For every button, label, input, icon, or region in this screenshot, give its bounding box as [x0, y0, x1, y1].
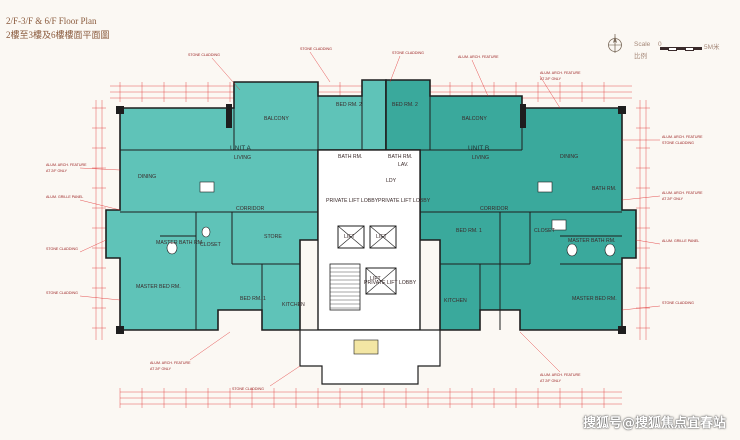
callout-at-floor: AT 2/F ONLY — [662, 197, 684, 201]
bath-rm-b-label: BATH RM. — [592, 186, 616, 192]
private-lift-lobby-c-label: PRIVATE LIFT LOBBY — [364, 280, 417, 286]
callout-alum-arch: ALUM. ARCH. FEATURE — [150, 361, 191, 365]
dining-b-label: DINING — [560, 154, 578, 160]
sanitary-fixtures — [166, 181, 616, 257]
callout-alum-arch: ALUM. ARCH. FEATURE — [662, 135, 703, 139]
closet-b-label: CLOSET — [534, 228, 556, 234]
callout-stone-cladding: STONE CLADDING — [392, 51, 424, 55]
master-bed-a-label: MASTER BED RM. — [136, 284, 181, 290]
callout-at-floor: AT 2/F ONLY — [540, 77, 562, 81]
balcony-b-label: BALCONY — [462, 116, 487, 122]
scale-zero: 0 — [658, 41, 662, 48]
north-compass-icon — [608, 34, 622, 53]
floor-plan-title-en: 2/F-3/F & 6/F Floor Plan — [6, 16, 97, 26]
callout-stone-cladding: STONE CLADDING — [232, 387, 264, 391]
staircase — [330, 267, 360, 309]
callout-alum-grille: ALUM. GRILLE PANEL — [46, 195, 83, 199]
annotation-texts: STONE CLADDING STONE CLADDING STONE CLAD… — [46, 47, 703, 391]
unit-a-label: UNIT A — [230, 145, 251, 152]
master-bath-a-label: MASTER BATH RM. — [156, 240, 203, 246]
scale-max: 5M米 — [704, 44, 720, 51]
bath-b-label: BATH RM. — [388, 154, 412, 160]
private-lift-lobby-a-label: PRIVATE LIFT LOBBY — [326, 198, 379, 204]
callout-alum-grille: ALUM. GRILLE PANEL — [662, 239, 699, 243]
bath-a-label: BATH RM. — [338, 154, 362, 160]
callout-alum-arch: ALUM. ARCH. FEATURE — [46, 163, 87, 167]
unit-b-floor — [385, 79, 637, 331]
unit-b-living-label: LIVING — [472, 155, 489, 161]
lav-label: LAV. — [398, 162, 408, 168]
unit-b-label: UNIT B — [468, 145, 489, 152]
structural-columns — [116, 104, 626, 334]
lift-2-label: LIFT — [376, 234, 387, 240]
scale-bar — [660, 47, 702, 51]
room-labels: UNIT A LIVING UNIT B LIVING BALCONY BALC… — [136, 102, 617, 308]
annotation-callouts — [79, 51, 661, 387]
master-bath-b-label: MASTER BATH RM. — [568, 238, 615, 244]
kitchen-a-label: KITCHEN — [282, 302, 305, 308]
scale-label-en: Scale — [634, 41, 651, 48]
interior-walls — [120, 96, 622, 330]
scale-label-cn: 比例 — [634, 53, 647, 60]
private-lift-lobby-b-label: PRIVATE LIFT LOBBY — [378, 198, 431, 204]
callout-stone-cladding: STONE CLADDING — [188, 53, 220, 57]
bed-2-b-label: BED RM. 2 — [392, 102, 418, 108]
callout-alum-arch: ALUM. ARCH. FEATURE — [540, 71, 581, 75]
lift-3-label: LIFT — [370, 276, 381, 282]
floor-plan-title-cn: 2樓至3樓及6樓樓面平面圖 — [6, 30, 110, 40]
callout-at-floor: AT 2/F ONLY — [540, 379, 562, 383]
ldy-label: LDY — [386, 178, 397, 184]
callout-stone-cladding: STONE CLADDING — [662, 301, 694, 305]
kitchen-b-label: KITCHEN — [444, 298, 467, 304]
bed-2-a-label: BED RM. 2 — [336, 102, 362, 108]
store-label: STORE — [264, 234, 282, 240]
callout-stone-cladding: STONE CLADDING — [46, 247, 78, 251]
bed-1-a-label: BED RM. 1 — [240, 296, 266, 302]
lift-core — [317, 149, 421, 331]
balcony-a-label: BALCONY — [264, 116, 289, 122]
callout-alum-arch: ALUM. ARCH. FEATURE — [662, 191, 703, 195]
callout-stone-cladding: STONE CLADDING — [662, 141, 694, 145]
dining-a-label: DINING — [138, 174, 156, 180]
corridor-a-label: CORRIDOR — [236, 206, 264, 212]
bed-1-b-label: BED RM. 1 — [456, 228, 482, 234]
corridor-b-label: CORRIDOR — [480, 206, 508, 212]
unit-a-living-label: LIVING — [234, 155, 251, 161]
callout-stone-cladding: STONE CLADDING — [300, 47, 332, 51]
master-bed-b-label: MASTER BED RM. — [572, 296, 617, 302]
callout-at-floor: AT 2/F ONLY — [150, 367, 172, 371]
callout-at-floor: AT 2/F ONLY — [46, 169, 68, 173]
callout-alum-arch: ALUM. ARCH. FEATURE — [540, 373, 581, 377]
watermark-text: 搜狐号@搜狐焦点宜春站 — [582, 416, 726, 431]
closet-a-label: CLOSET — [200, 242, 222, 248]
entrance-podium — [299, 329, 441, 385]
unit-a-floor — [105, 79, 387, 331]
callout-stone-cladding: STONE CLADDING — [46, 291, 78, 295]
lift-1-label: LIFT — [344, 234, 355, 240]
callout-alum-arch: ALUM. ARCH. FEATURE — [458, 55, 499, 59]
